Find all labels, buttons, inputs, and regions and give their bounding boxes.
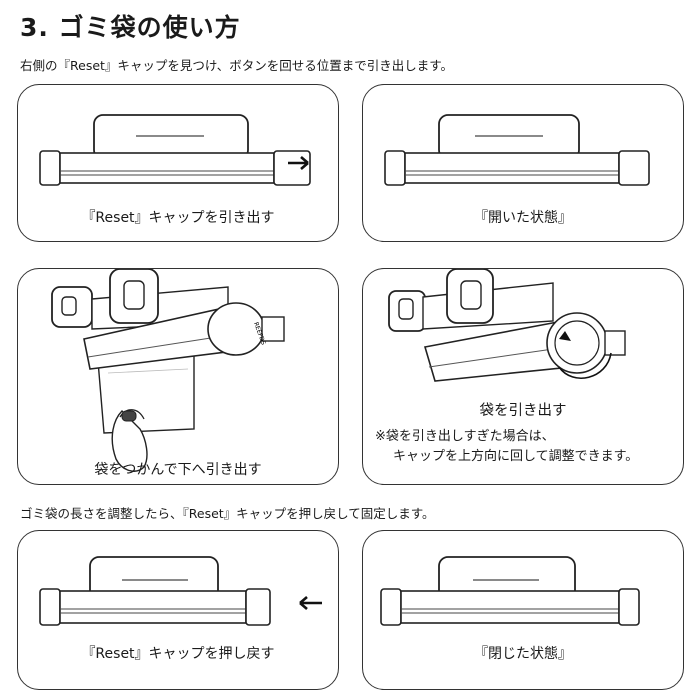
note-line-1: ※袋を引き出しすぎた場合は、 <box>375 429 555 444</box>
pull-bag-illustration: REEFDS <box>51 269 285 472</box>
caption-pull-reset-cap: 『Reset』キャップを引き出す <box>81 210 275 226</box>
page-title: 3. ゴミ袋の使い方 <box>20 13 241 42</box>
caption-pull-bag-down: 袋をつかんで下へ引き出す <box>94 462 262 478</box>
arrow-left-icon <box>299 596 322 610</box>
caption-open-state: 『開いた状態』 <box>474 210 572 226</box>
panel-closed-state: 『閉じた状態』 <box>362 530 684 690</box>
panel-push-reset-cap: 『Reset』キャップを押し戻す <box>17 530 339 690</box>
panel-open-state: 『開いた状態』 <box>362 84 684 242</box>
note-line-2: キャップを上方向に回して調整できます。 <box>393 449 639 464</box>
caption-pull-bag: 袋を引き出す <box>479 403 567 419</box>
panel-pull-bag-down: REEFDS 袋をつかんで下へ引き出す <box>17 268 339 485</box>
rotate-arrow-icon <box>558 352 612 379</box>
instruction-bottom: ゴミ袋の長さを調整したら、『Reset』キャップを押し戻して固定します。 <box>20 506 435 521</box>
panel-pull-bag: 袋を引き出す ※袋を引き出しすぎた場合は、 キャップを上方向に回して調整できます… <box>362 268 684 485</box>
holder-open-illustration <box>384 114 650 186</box>
rotate-arrow-head-icon <box>559 331 571 341</box>
caption-closed-state: 『閉じた状態』 <box>474 646 572 662</box>
holder-closed-illustration <box>380 556 640 626</box>
rotate-cap-illustration <box>388 269 626 382</box>
instruction-top: 右側の『Reset』キャップを見つけ、ボタンを回せる位置まで引き出します。 <box>20 58 454 73</box>
caption-push-reset-cap: 『Reset』キャップを押し戻す <box>81 646 275 662</box>
panel-pull-reset-cap: 『Reset』キャップを引き出す <box>17 84 339 242</box>
arrow-right-icon <box>288 156 309 170</box>
holder-pull-out-illustration <box>39 114 311 186</box>
holder-push-in-illustration <box>39 556 271 626</box>
